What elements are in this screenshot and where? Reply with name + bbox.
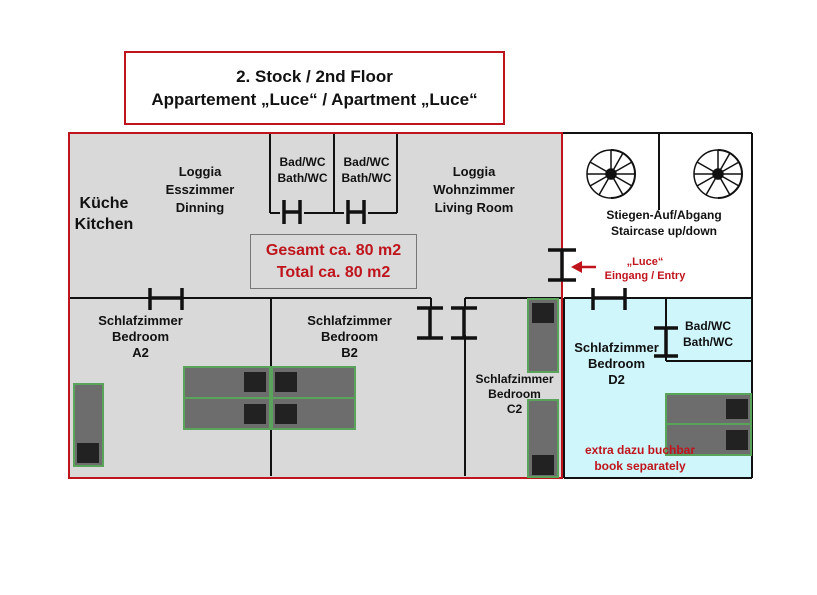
doors bbox=[148, 200, 678, 358]
entrance-arrow-icon bbox=[571, 261, 596, 273]
room-label-line: Stiegen-Auf/Abgang bbox=[606, 208, 722, 222]
bed-c2-2 bbox=[527, 399, 559, 478]
extra-note-en: book separately bbox=[594, 459, 686, 473]
room-bedroom-a2: Schlafzimmer Bedroom A2 bbox=[88, 313, 193, 361]
room-label-line: Schlafzimmer bbox=[574, 340, 659, 355]
room-label-line: Esszimmer bbox=[165, 182, 235, 197]
extra-booking-note: extra dazu buchbar book separately bbox=[572, 442, 708, 474]
room-label-line: Staircase up/down bbox=[610, 224, 718, 238]
total-area-box: Gesamt ca. 80 m2 Total ca. 80 m2 bbox=[250, 234, 417, 289]
room-kitchen: Küche Kitchen bbox=[70, 193, 138, 235]
bed-a2 bbox=[73, 383, 104, 467]
extra-note-de: extra dazu buchbar bbox=[584, 443, 696, 457]
room-bath-2: Bad/WC Bath/WC bbox=[335, 154, 398, 186]
room-label-line: Bad/WC bbox=[685, 319, 731, 333]
door-bath-d2 bbox=[654, 326, 678, 358]
room-bedroom-c2: Schlafzimmer Bedroom C2 bbox=[467, 372, 562, 417]
title-apartment: Appartement „Luce“ / Apartment „Luce“ bbox=[151, 90, 478, 109]
room-loggia-living: Loggia Wohnzimmer Living Room bbox=[414, 163, 534, 217]
room-label-line: Bedroom bbox=[111, 329, 170, 344]
spiral-staircase-icon bbox=[586, 149, 636, 199]
room-label-line: A2 bbox=[132, 345, 149, 360]
room-label-line: Bath/WC bbox=[341, 171, 392, 185]
room-label-line: B2 bbox=[341, 345, 358, 360]
room-label-line: Bedroom bbox=[488, 387, 541, 401]
door-bath-1 bbox=[282, 200, 302, 224]
door-bedroom-d2 bbox=[591, 288, 627, 310]
room-label-line: Schlafzimmer bbox=[98, 313, 183, 328]
room-label-line: Wohnzimmer bbox=[433, 182, 515, 197]
title-box: 2. Stock / 2nd Floor Appartement „Luce“ … bbox=[124, 51, 505, 125]
room-label-line: Kitchen bbox=[74, 216, 134, 233]
room-label-line: Bedroom bbox=[587, 356, 646, 371]
room-label-line: Bedroom bbox=[320, 329, 379, 344]
walls bbox=[69, 132, 753, 479]
entrance-name: „Luce“ bbox=[626, 256, 664, 268]
room-bath-d2: Bad/WC Bath/WC bbox=[676, 318, 740, 350]
door-bedroom-a2 bbox=[148, 288, 184, 310]
bed-b2-double-1 bbox=[183, 366, 271, 430]
room-label-line: Küche bbox=[79, 195, 129, 212]
room-label-line: Schlafzimmer bbox=[307, 313, 392, 328]
room-label-line: Bad/WC bbox=[343, 155, 390, 169]
door-bedroom-c2 bbox=[451, 306, 477, 340]
room-staircase: Stiegen-Auf/Abgang Staircase up/down bbox=[594, 207, 734, 239]
total-area-de: Gesamt ca. 80 m2 bbox=[265, 241, 402, 259]
door-entrance bbox=[548, 248, 576, 282]
bed-c2-1 bbox=[527, 298, 559, 373]
room-label-line: Loggia bbox=[452, 164, 496, 179]
room-label-line: Bad/WC bbox=[279, 155, 326, 169]
room-bath-1: Bad/WC Bath/WC bbox=[271, 154, 334, 186]
door-bath-2 bbox=[346, 200, 366, 224]
room-label-line: Bath/WC bbox=[683, 335, 733, 349]
room-label-line: Schlafzimmer bbox=[475, 372, 554, 386]
entrance-text: Eingang / Entry bbox=[604, 270, 686, 282]
entrance-label: „Luce“ Eingang / Entry bbox=[590, 255, 700, 283]
room-label-line: Bath/WC bbox=[277, 171, 328, 185]
bed-d2-double bbox=[665, 393, 752, 456]
room-label-line: C2 bbox=[506, 402, 523, 416]
room-label-line: Living Room bbox=[434, 200, 514, 215]
room-label-line: Loggia bbox=[178, 164, 222, 179]
apartment-outline bbox=[68, 132, 563, 479]
bed-b2-double-2 bbox=[271, 366, 356, 430]
title-floor: 2. Stock / 2nd Floor bbox=[236, 67, 393, 86]
room-loggia-dining: Loggia Esszimmer Dinning bbox=[150, 163, 250, 217]
spiral-staircase-icon bbox=[693, 149, 743, 199]
total-area-en: Total ca. 80 m2 bbox=[276, 263, 391, 281]
door-bedroom-b2 bbox=[417, 306, 443, 340]
room-label-line: D2 bbox=[608, 372, 625, 387]
room-label-line: Dinning bbox=[175, 200, 225, 215]
room-bedroom-b2: Schlafzimmer Bedroom B2 bbox=[297, 313, 402, 361]
room-bedroom-d2: Schlafzimmer Bedroom D2 bbox=[565, 340, 668, 388]
